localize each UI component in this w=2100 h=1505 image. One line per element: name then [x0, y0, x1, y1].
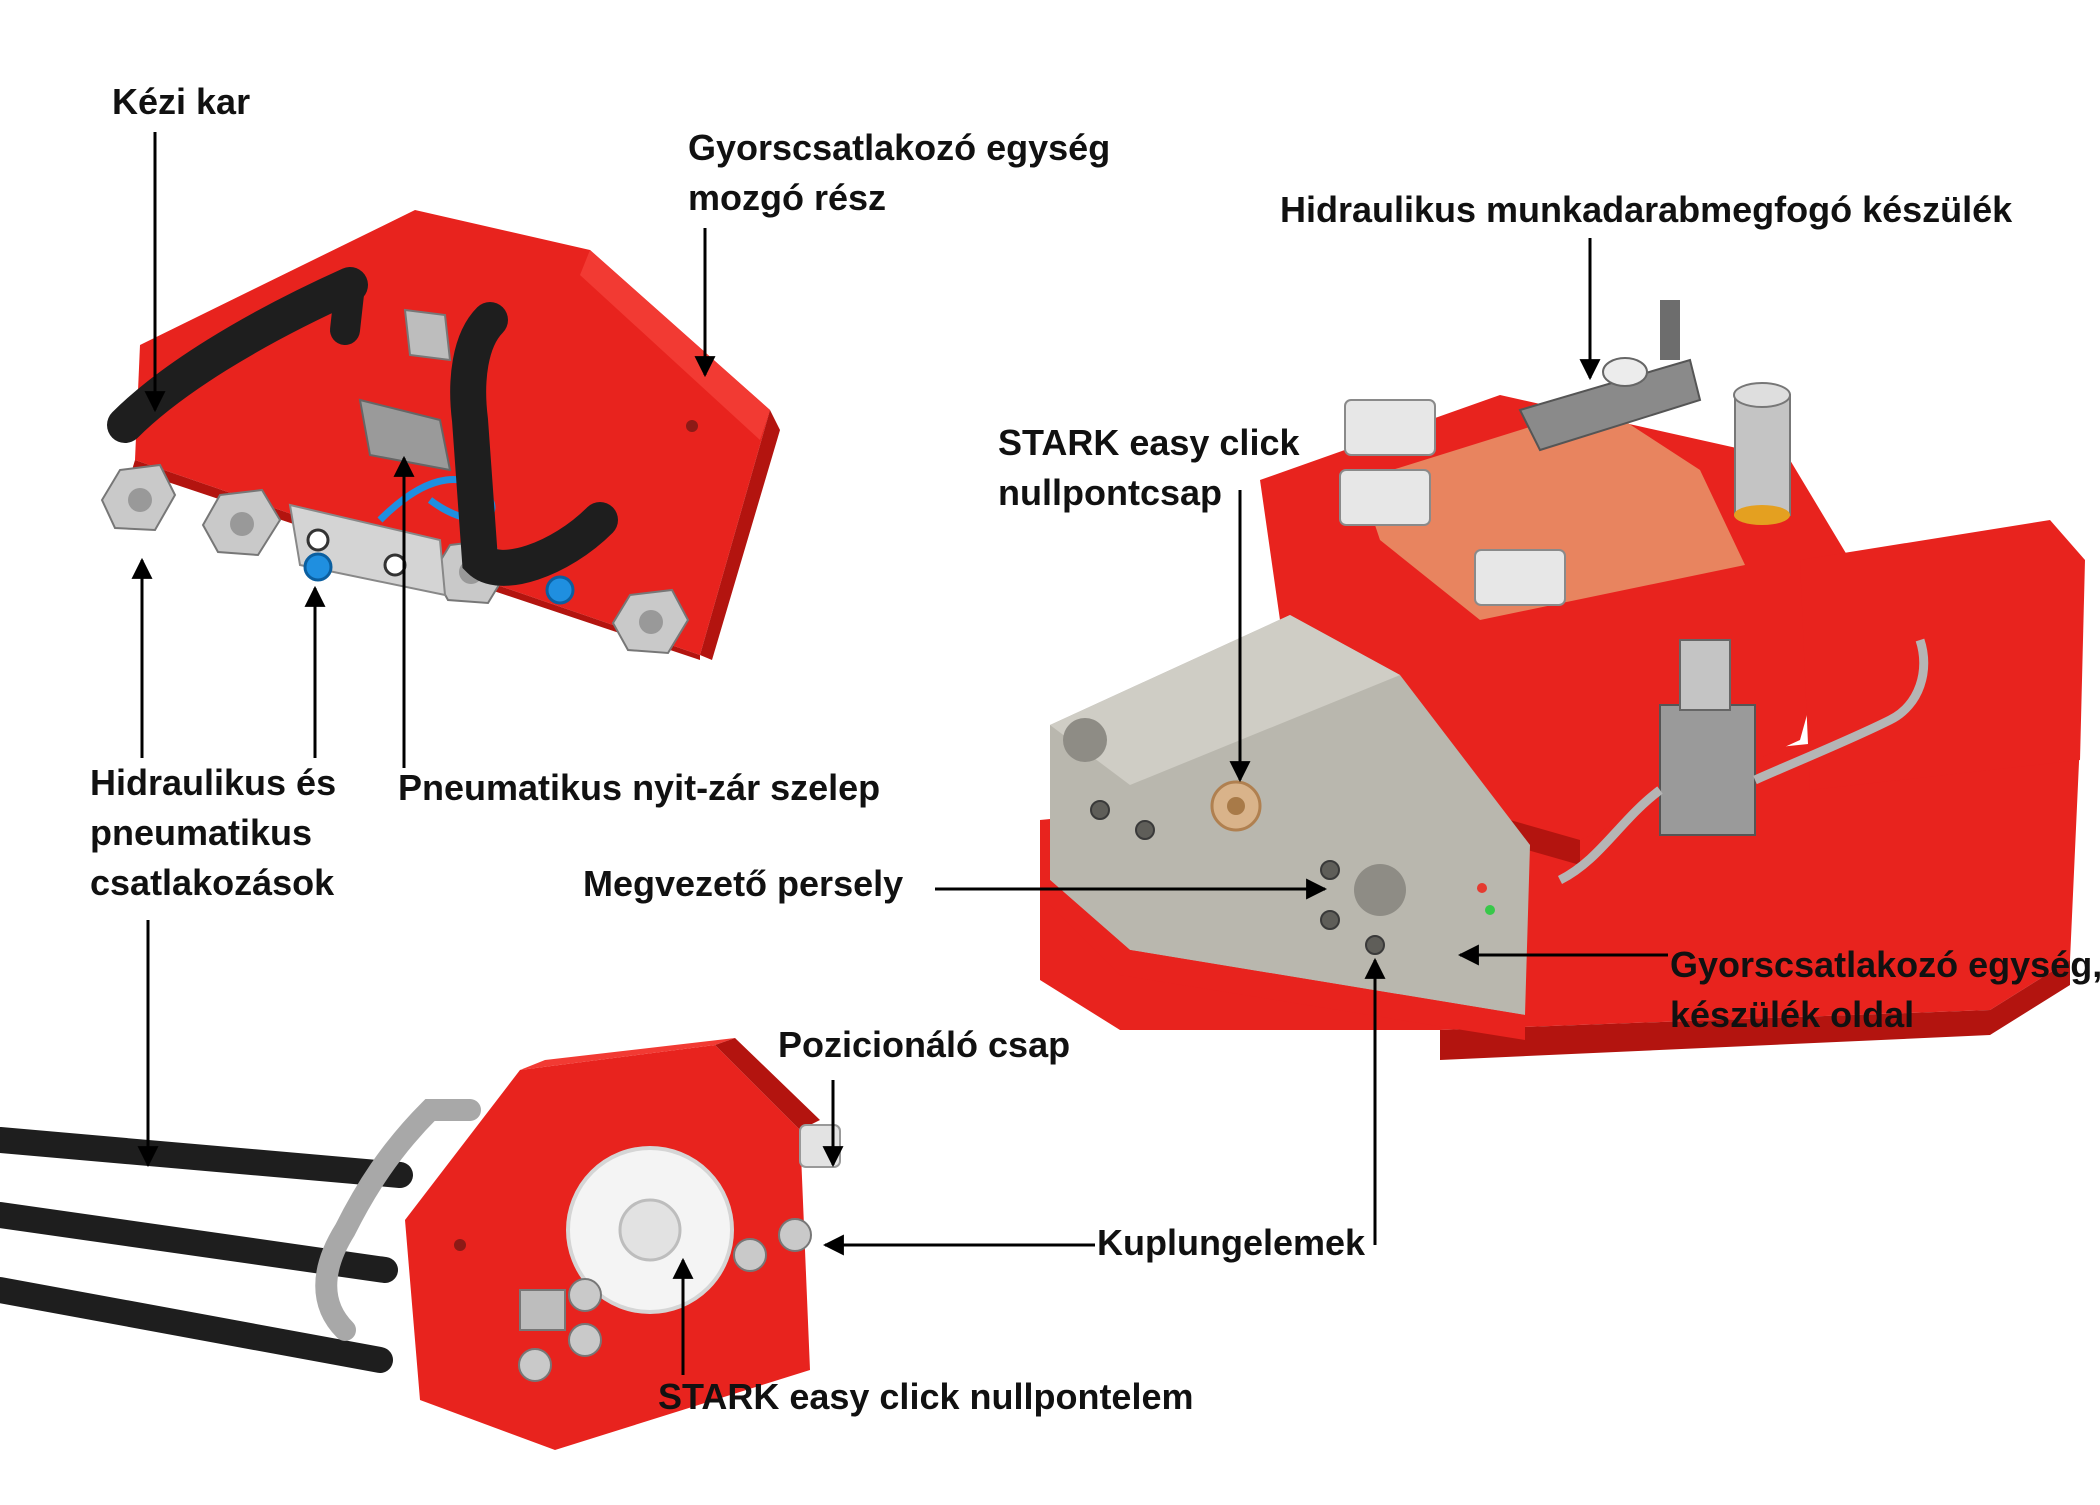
label-stark-csap-2: nullpontcsap	[998, 472, 1222, 513]
workpiece-plate	[1360, 405, 1745, 620]
label-gyors-mozgo-2: mozgó rész	[688, 177, 887, 218]
hydraulic-cylinder	[1733, 382, 1791, 525]
hydraulic-fitting	[100, 463, 177, 532]
nullpoint-element-assembly	[0, 1038, 841, 1450]
hose	[0, 1277, 393, 1373]
hydraulic-fitting	[611, 588, 690, 655]
label-hidr-keszulek: Hidraulikus munkadarabmegfogó készülék	[1280, 189, 2013, 230]
quick-coupling-moving-part	[100, 210, 780, 660]
label-pneu-szelep: Pneumatikus nyit-zár szelep	[398, 767, 881, 808]
label-stark-elem: STARK easy click nullpontelem	[658, 1376, 1194, 1417]
pneumatic-port	[545, 575, 575, 605]
label-stark-csap-1: STARK easy click	[998, 422, 1300, 463]
hydraulic-fixture-assembly	[1040, 300, 2085, 1060]
pneumatic-port	[303, 552, 333, 582]
pneumatic-valve	[288, 308, 452, 597]
label-kezi-kar: Kézi kar	[112, 81, 251, 122]
guide-bushing	[1354, 864, 1406, 916]
label-gyors-keszulek-2: készülék oldal	[1670, 994, 1915, 1035]
label-kuplung: Kuplungelemek	[1097, 1222, 1366, 1263]
hydraulic-fitting	[201, 488, 282, 557]
label-hidr-pneu-2: pneumatikus	[90, 812, 313, 853]
label-hidr-pneu-1: Hidraulikus és	[90, 762, 337, 803]
label-hidr-pneu-3: csatlakozások	[90, 862, 335, 903]
annotation-arrows	[131, 132, 1668, 1375]
hose	[0, 1127, 413, 1188]
label-megvezeto: Megvezető persely	[583, 863, 904, 904]
quick-coupling-device-side	[1050, 615, 1530, 1040]
handle-lever	[107, 267, 368, 443]
label-poz-csap: Pozicionáló csap	[778, 1024, 1071, 1065]
handle-bracket	[315, 1099, 481, 1341]
valve-body	[1557, 638, 1929, 885]
coupling-elements	[518, 1218, 812, 1382]
label-gyors-keszulek-1: Gyorscsatlakozó egység,	[1670, 944, 2100, 985]
support-blocks	[1339, 399, 1566, 606]
clamp-arm	[1518, 300, 1702, 452]
label-gyors-mozgo-1: Gyorscsatlakozó egység	[688, 127, 1111, 168]
